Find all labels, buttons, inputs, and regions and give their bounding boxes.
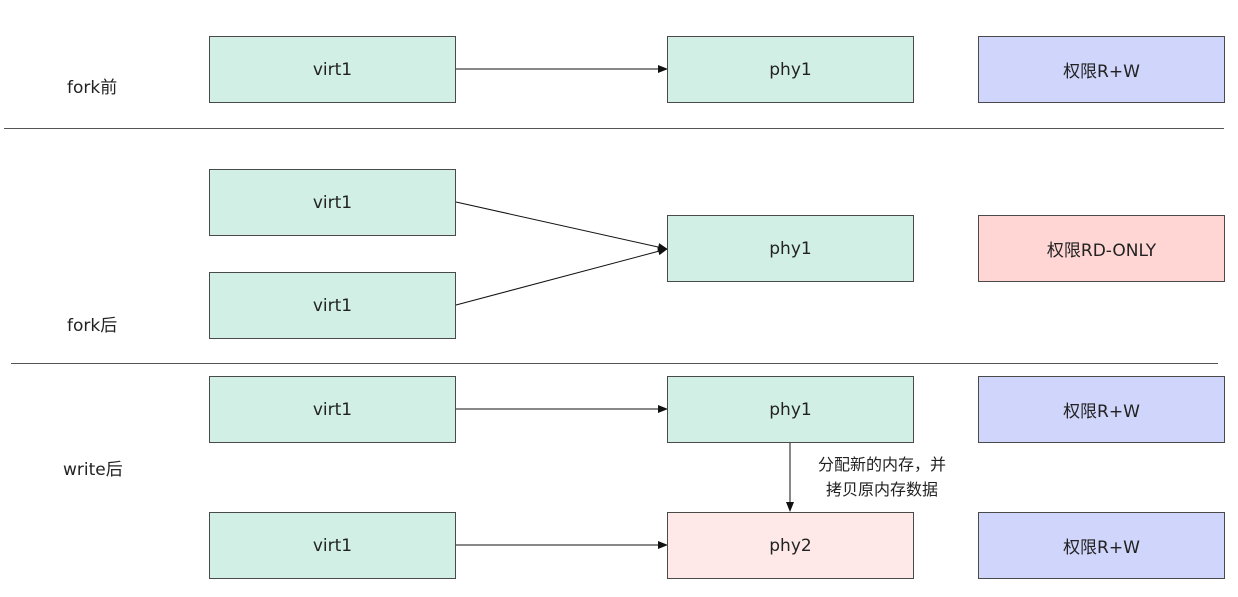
copy-note: 分配新的内存，并 拷贝原内存数据 (800, 452, 964, 502)
phy-box: phy1 (667, 376, 914, 443)
arrow-virt1b-to-phy1-after-fork (455, 247, 668, 306)
permission-box: 权限R+W (978, 36, 1225, 103)
virt-box: virt1 (209, 272, 456, 339)
permission-box: 权限R+W (978, 512, 1225, 579)
section-label-before-fork: fork前 (67, 78, 118, 98)
virt-box: virt1 (209, 36, 456, 103)
section-label-after-fork: fork后 (67, 316, 118, 336)
section-divider (11, 363, 1218, 364)
virt-box: virt1 (209, 512, 456, 579)
phy-box: phy1 (667, 36, 914, 103)
copy-note-line: 拷贝原内存数据 (825, 480, 938, 499)
section-label-after-write: write后 (63, 460, 123, 480)
virt-box: virt1 (209, 376, 456, 443)
section-divider (4, 128, 1224, 129)
phy-box-new: phy2 (667, 512, 914, 579)
permission-box: 权限R+W (978, 376, 1225, 443)
phy-box: phy1 (667, 215, 914, 282)
arrow-virt1a-to-phy1-after-fork (455, 201, 668, 251)
copy-note-line: 分配新的内存，并 (817, 455, 946, 474)
virt-box: virt1 (209, 169, 456, 236)
permission-box: 权限RD-ONLY (978, 215, 1225, 282)
